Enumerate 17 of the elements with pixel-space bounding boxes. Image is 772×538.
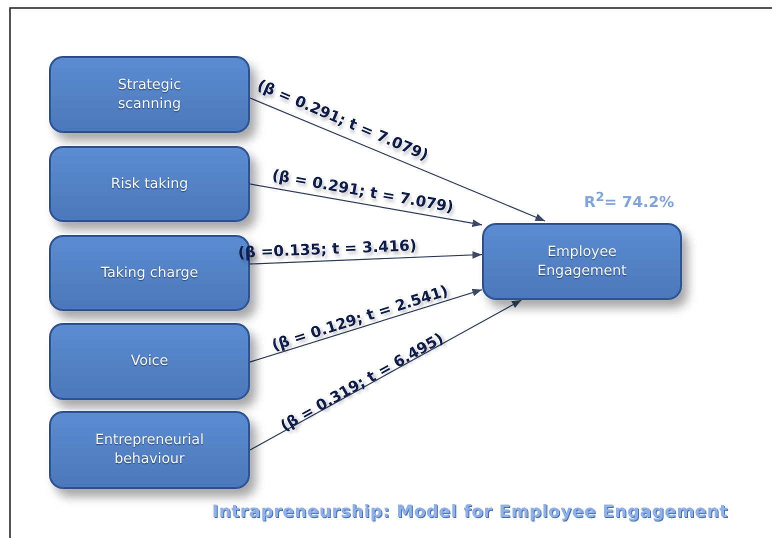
node-label: Entrepreneurial behaviour: [94, 431, 205, 469]
arrow: [250, 97, 546, 222]
node-label: Taking charge: [100, 264, 200, 282]
outcome-box: [482, 223, 682, 300]
edge-label: (β = 0.291; t = 7.079): [270, 166, 455, 216]
arrow: [250, 183, 482, 227]
caption: Intrapreneurship: Model for Employee Engagement: [212, 502, 728, 522]
r-squared-label: R$^{2}$= 74.2%: [584, 189, 674, 211]
construct-box: [49, 411, 250, 489]
construct-box: [49, 56, 250, 133]
node-label: Risk taking: [110, 174, 190, 194]
edge-label: (β =0.135; t = 3.416): [238, 236, 418, 262]
node-label: Voice: [130, 352, 170, 371]
node-label: Strategic scanning: [116, 76, 182, 114]
construct-box: [49, 323, 250, 400]
node-label: Employee Engagement: [536, 242, 628, 280]
construct-box: [49, 146, 250, 222]
